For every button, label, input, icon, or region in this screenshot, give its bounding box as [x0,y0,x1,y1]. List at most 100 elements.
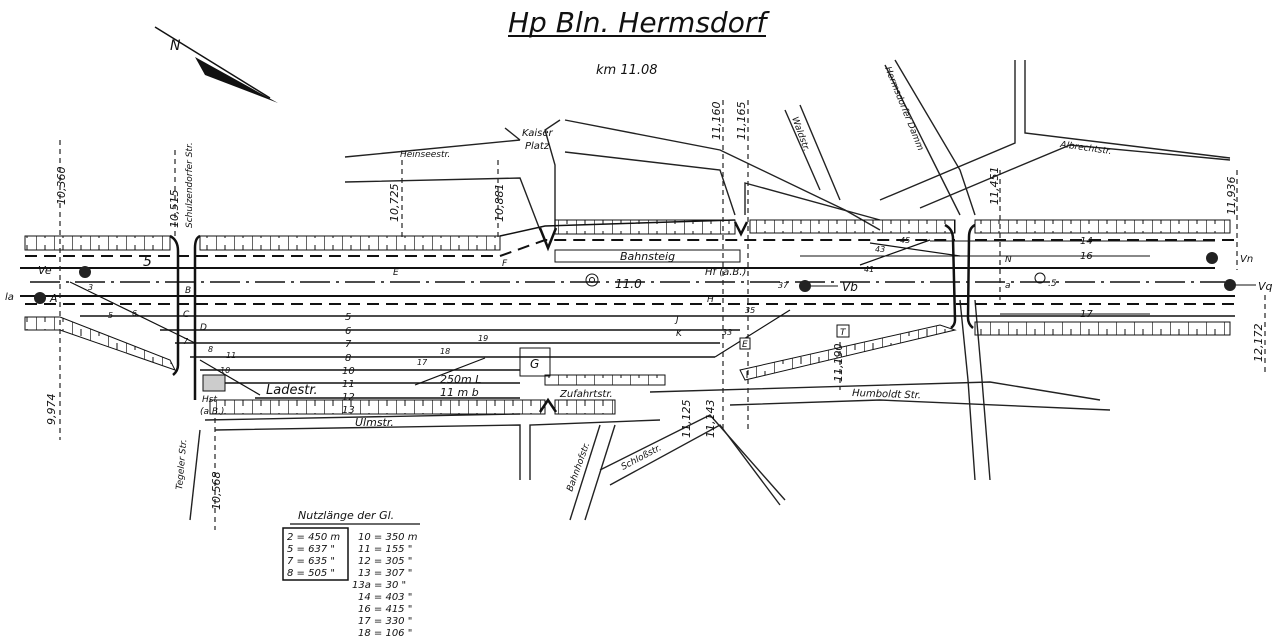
fence-segment [554,399,616,415]
svg-text:E: E [393,268,399,278]
svg-text:11,190: 11,190 [832,344,845,383]
svg-text:Platz: Platz [525,141,550,152]
svg-text:Tegeler Str.: Tegeler Str. [175,439,189,490]
svg-text:Vn: Vn [1240,254,1253,265]
svg-text:D: D [200,323,207,333]
fence-segment [24,235,171,251]
svg-text:35: 35 [745,306,755,315]
legend-entry: 18 = 106 " [358,628,412,639]
legend-entry: 7 = 635 " [287,556,335,567]
svg-text:41: 41 [864,265,874,274]
stop-building [202,374,226,392]
fence-segment [974,219,1231,234]
svg-text:11,160: 11,160 [710,102,723,141]
svg-text:Zufahrtstr.: Zufahrtstr. [559,389,613,400]
legend-entry: 11 = 155 " [358,544,412,555]
svg-text:6: 6 [132,309,137,318]
svg-text:a: a [1005,281,1011,291]
bridges [169,221,976,413]
svg-text:37: 37 [778,281,789,290]
platform-label: Bahnsteig [620,250,675,263]
svg-text:5: 5 [108,311,113,320]
svg-text:45: 45 [900,236,910,245]
svg-text:5: 5 [143,254,152,270]
embankment [544,374,666,386]
legend-entry: 8 = 505 " [287,568,335,579]
signals: Ve A la Vb Vn Vq [5,252,1273,305]
station-marker-icon [585,273,599,287]
svg-text:N: N [1005,255,1012,265]
hst-label: Hst [202,395,217,405]
svg-text:7: 7 [345,339,352,350]
svg-text:8: 8 [208,345,213,354]
legend-entry: 16 = 415 " [358,604,412,615]
fence-segment [209,399,546,415]
signal-icon [34,292,46,304]
svg-text:Ladestr.: Ladestr. [266,383,318,398]
svg-text:K: K [676,329,683,339]
svg-text:12,172: 12,172 [1252,324,1265,363]
legend: Nutzlänge der Gl. 2 = 450 m 5 = 637 " 7 … [282,509,420,639]
svg-text:10,515: 10,515 [168,190,181,229]
svg-text:11: 11 [342,379,355,390]
legend-entry: 5 = 637 " [287,544,335,555]
roads [189,59,1231,521]
svg-text:H: H [707,295,714,305]
svg-text:Vq: Vq [1258,280,1273,293]
loading-road-length: 250m L [440,373,481,386]
loading-road-width: 11 m b [440,386,479,399]
svg-text:19: 19 [478,334,488,343]
svg-text:10,725: 10,725 [388,184,401,223]
svg-text:Ve: Ve [38,264,52,277]
svg-text:A: A [49,292,58,305]
switch-numbers: 3 5 6 7 8 10 11 17 18 19 33 35 37 41 43 … [88,236,910,375]
svg-text:11: 11 [226,351,236,360]
legend-title: Nutzlänge der Gl. [298,509,394,522]
embankment [24,316,176,371]
svg-text:Kaiser: Kaiser [522,128,553,139]
svg-text:Schulzendorfer Str.: Schulzendorfer Str. [185,142,195,228]
svg-text:F: F [502,259,508,269]
svg-text:Ulmstr.: Ulmstr. [355,416,394,429]
svg-text:Hermsdorfer Damm: Hermsdorfer Damm [882,65,925,152]
legend-entry: 2 = 450 m [287,532,340,543]
svg-text:C: C [183,310,190,320]
station-marker-inner [589,277,595,283]
svg-text:Waldstr.: Waldstr. [789,116,811,153]
tracks [20,239,1235,399]
svg-text:Vb: Vb [842,280,858,294]
svg-text:12: 12 [342,392,355,403]
svg-text:33: 33 [722,328,732,337]
signal-icon [1224,279,1236,291]
legend-entry: 13 = 307 " [358,568,412,579]
goods-shed-label: G [530,357,539,371]
svg-text:14: 14 [1080,236,1093,247]
embankment [739,324,957,381]
signal-icon [1206,252,1218,264]
svg-text:Humboldt Str.: Humboldt Str. [852,388,921,401]
svg-text:17: 17 [417,358,428,367]
svg-text:7: 7 [183,337,189,346]
svg-text:la: la [5,292,14,303]
legend-entry: 12 = 305 " [358,556,412,567]
hst-sub-label: (a.B.) [200,407,224,417]
svg-text:.5: .5 [1048,279,1057,289]
svg-text:10,881: 10,881 [493,184,506,223]
legend-entry: 17 = 330 " [358,616,412,627]
fence-segment [199,235,501,251]
signal-icon [799,280,811,292]
svg-text:B: B [185,286,191,296]
fence-segment [974,321,1231,336]
km-marks: 10,360 9,974 10,515 10,568 10,725 10,881… [45,100,1266,530]
svg-text:10,568: 10,568 [210,472,223,511]
svg-text:11,936: 11,936 [1225,177,1238,216]
svg-text:E: E [742,340,748,350]
fence-segment [554,219,736,235]
platform [554,249,741,263]
svg-text:8: 8 [345,353,351,364]
svg-text:16: 16 [1080,251,1093,262]
station-km: 11.0 [615,277,642,291]
signal-letters: B C D E F H J K N a T E 5 .5 [143,254,1057,350]
svg-text:11,165: 11,165 [735,102,748,141]
legend-entry: 10 = 350 m [358,532,418,543]
